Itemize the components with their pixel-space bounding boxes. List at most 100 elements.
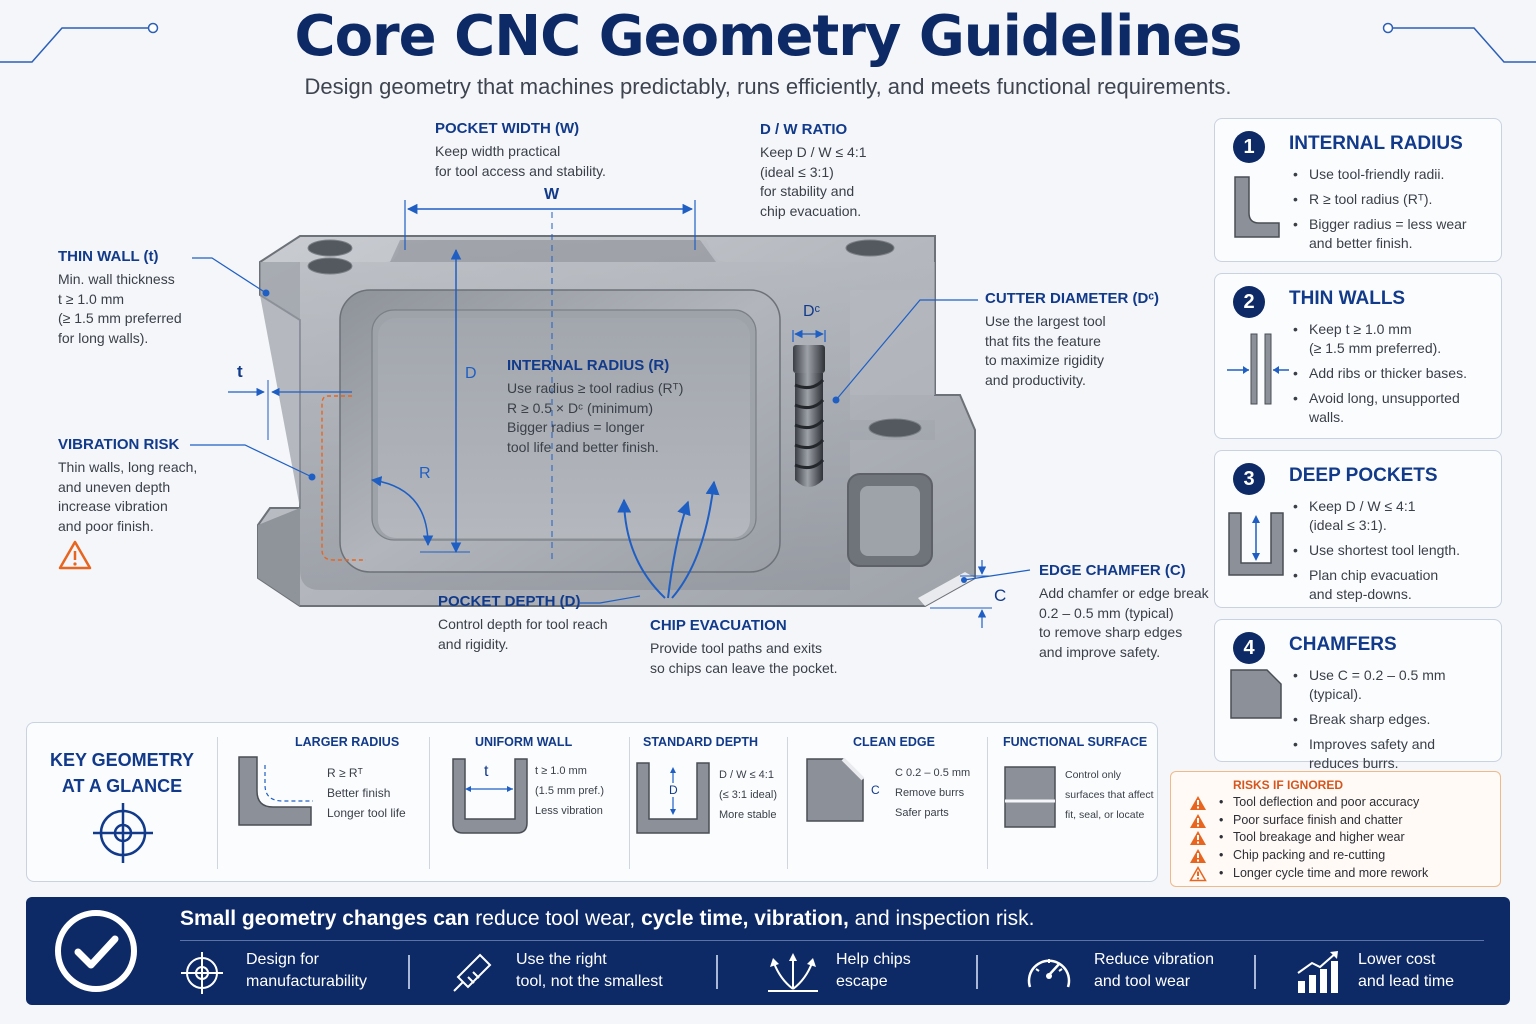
risk-item: Poor surface finish and chatter xyxy=(1189,812,1428,830)
glance-title: KEY GEOMETRY AT A GLANCE xyxy=(49,750,195,796)
glance-dim-label: C xyxy=(871,783,880,797)
glance-heading: CLEAN EDGE xyxy=(853,735,935,749)
callout-text: Provide tool paths and exits so chips ca… xyxy=(650,640,838,676)
key-geometry-panel: KEY GEOMETRY AT A GLANCE LARGER RADIUS R… xyxy=(26,722,1158,882)
card-item: Improves safety and reduces burrs. xyxy=(1293,735,1493,773)
glance-heading: UNIFORM WALL xyxy=(475,735,573,749)
banner-item-text: Lower cost and lead time xyxy=(1358,951,1455,990)
page-subtitle: Design geometry that machines predictabl… xyxy=(304,74,1232,99)
headline-part: reduce tool wear, xyxy=(469,907,642,930)
card-item: Avoid long, unsupported walls. xyxy=(1293,389,1493,427)
risks-panel: RISKS IF IGNORED Tool deflection and poo… xyxy=(1170,771,1501,887)
card-item: Plan chip evacuation and step-downs. xyxy=(1293,566,1493,604)
callout-title: CHIP EVACUATION xyxy=(650,617,787,634)
warning-icon xyxy=(1190,849,1206,864)
callout-pocket-width: POCKET WIDTH (W) Keep width practical fo… xyxy=(435,120,606,181)
bar-chart-icon xyxy=(1297,951,1338,993)
dim-label-c: C xyxy=(994,586,1007,605)
glance-text: C 0.2 – 0.5 mm Remove burrs Safer parts xyxy=(895,767,971,819)
card-title: DEEP POCKETS xyxy=(1289,465,1438,486)
banner-separator xyxy=(408,955,410,989)
callout-text: Keep D / W ≤ 4:1 (ideal ≤ 3:1) for stabi… xyxy=(760,144,867,219)
card-item: Keep t ≥ 1.0 mm (≥ 1.5 mm preferred). xyxy=(1293,320,1493,358)
clean-edge-icon xyxy=(806,757,865,822)
callout-title: CUTTER DIAMETER (Dᶜ) xyxy=(985,290,1160,307)
warning-icon xyxy=(58,540,92,570)
radius-icon xyxy=(238,756,313,826)
callout-text: Add chamfer or edge break 0.2 – 0.5 mm (… xyxy=(1039,585,1209,660)
glance-larger-radius: LARGER RADIUS R ≥ Rᵀ Better finish Longe… xyxy=(233,723,429,883)
callout-title: D / W RATIO xyxy=(760,121,848,138)
warning-icon xyxy=(1189,865,1207,882)
risk-item: Chip packing and re-cutting xyxy=(1189,847,1428,865)
glance-dim-label: D xyxy=(669,783,678,797)
card-number: 2 xyxy=(1233,286,1265,318)
card-chamfers: 4 CHAMFERS Use C = 0.2 – 0.5 mm (typical… xyxy=(1214,619,1502,771)
callout-text: Thin walls, long reach, and uneven depth… xyxy=(58,459,198,534)
divider xyxy=(429,737,430,869)
divider xyxy=(987,737,988,869)
banner-item-cost: Lower cost and lead time xyxy=(1296,949,1496,997)
callout-vibration-risk: VIBRATION RISK Thin walls, long reach, a… xyxy=(58,436,197,536)
callout-pocket-depth: POCKET DEPTH (D) Control depth for tool … xyxy=(438,593,608,654)
banner-separator xyxy=(976,955,978,989)
card-item: Use shortest tool length. xyxy=(1293,541,1493,560)
callout-text: Use radius ≥ tool radius (Rᵀ) R ≥ 0.5 × … xyxy=(507,380,684,455)
callout-title: THIN WALL (t) xyxy=(58,248,159,265)
banner-item-tool: Use the right tool, not the smallest xyxy=(450,949,710,997)
banner-item-design: Design for manufacturability xyxy=(180,949,410,997)
callout-title: VIBRATION RISK xyxy=(58,436,180,453)
card-internal-radius: 1 INTERNAL RADIUS Use tool-friendly radi… xyxy=(1214,118,1502,262)
glance-heading: STANDARD DEPTH xyxy=(643,735,759,749)
card-number: 1 xyxy=(1233,131,1265,163)
callout-text: Control depth for tool reach and rigidit… xyxy=(438,616,608,652)
card-title: CHAMFERS xyxy=(1289,634,1397,655)
crosshair-icon xyxy=(93,803,153,863)
callout-thin-wall: THIN WALL (t) Min. wall thickness t ≥ 1.… xyxy=(58,248,182,348)
divider xyxy=(217,737,218,869)
banner-item-text: Reduce vibration and tool wear xyxy=(1094,951,1215,990)
card-item: Use C = 0.2 – 0.5 mm (typical). xyxy=(1293,666,1493,704)
callout-chip-evacuation: CHIP EVACUATION Provide tool paths and e… xyxy=(650,617,838,678)
callout-internal-radius: INTERNAL RADIUS (R) Use radius ≥ tool ra… xyxy=(507,357,683,457)
warning-icon xyxy=(1190,831,1206,846)
risk-text: Poor surface finish and chatter xyxy=(1233,812,1403,827)
gauge-icon xyxy=(1027,959,1071,988)
callout-title: POCKET WIDTH (W) xyxy=(435,120,580,137)
card-item: R ≥ tool radius (Rᵀ). xyxy=(1293,190,1493,209)
end-mill-icon xyxy=(453,953,492,992)
glance-clean-edge: CLEAN EDGE C C 0.2 – 0.5 mm Remove burrs… xyxy=(803,723,983,883)
card-item: Keep D / W ≤ 4:1 (ideal ≤ 3:1). xyxy=(1293,497,1493,535)
divider xyxy=(787,737,788,869)
dim-label-t: t xyxy=(237,362,243,381)
dim-label-d: D xyxy=(465,365,477,382)
risk-item: Tool breakage and higher wear xyxy=(1189,829,1428,847)
banner-item-vibration: Reduce vibration and tool wear xyxy=(1024,949,1254,997)
card-item: Bigger radius = less wear and better fin… xyxy=(1293,215,1493,253)
page-title: Core CNC Geometry Guidelines xyxy=(294,4,1242,69)
headline-part: and inspection risk. xyxy=(848,907,1035,930)
summary-banner: Small geometry changes can reduce tool w… xyxy=(26,897,1510,1005)
dim-label-r: R xyxy=(419,465,431,482)
uniform-wall-icon xyxy=(452,758,528,834)
banner-separator xyxy=(716,955,718,989)
callout-dw-ratio: D / W RATIO Keep D / W ≤ 4:1 (ideal ≤ 3:… xyxy=(760,121,867,221)
dim-label-w: W xyxy=(544,186,560,203)
glance-text: t ≥ 1.0 mm (1.5 mm pref.) Less vibration xyxy=(535,765,605,817)
banner-item-text: Help chips escape xyxy=(836,951,911,990)
risk-item: Longer cycle time and more rework xyxy=(1189,865,1428,883)
risks-heading: RISKS IF IGNORED xyxy=(1233,778,1344,792)
risk-text: Tool breakage and higher wear xyxy=(1233,830,1405,845)
card-thin-walls: 2 THIN WALLS Keep t ≥ 1.0 mm (≥ 1.5 mm p… xyxy=(1214,273,1502,439)
chip-flow-icon xyxy=(768,953,818,992)
functional-surface-icon xyxy=(1004,766,1056,828)
crosshair-icon xyxy=(181,952,223,994)
risk-text: Chip packing and re-cutting xyxy=(1233,848,1386,863)
callout-edge-chamfer: EDGE CHAMFER (C) Add chamfer or edge bre… xyxy=(1039,562,1209,662)
card-title: THIN WALLS xyxy=(1289,288,1406,309)
glance-uniform-wall: UNIFORM WALL t t ≥ 1.0 mm (1.5 mm pref.)… xyxy=(445,723,785,883)
glance-text: R ≥ Rᵀ Better finish Longer tool life xyxy=(327,766,406,820)
risk-text: Tool deflection and poor accuracy xyxy=(1233,795,1420,809)
glance-text: D / W ≤ 4:1 (≤ 3:1 ideal) More stable xyxy=(719,769,778,821)
banner-item-chips: Help chips escape xyxy=(766,949,966,997)
